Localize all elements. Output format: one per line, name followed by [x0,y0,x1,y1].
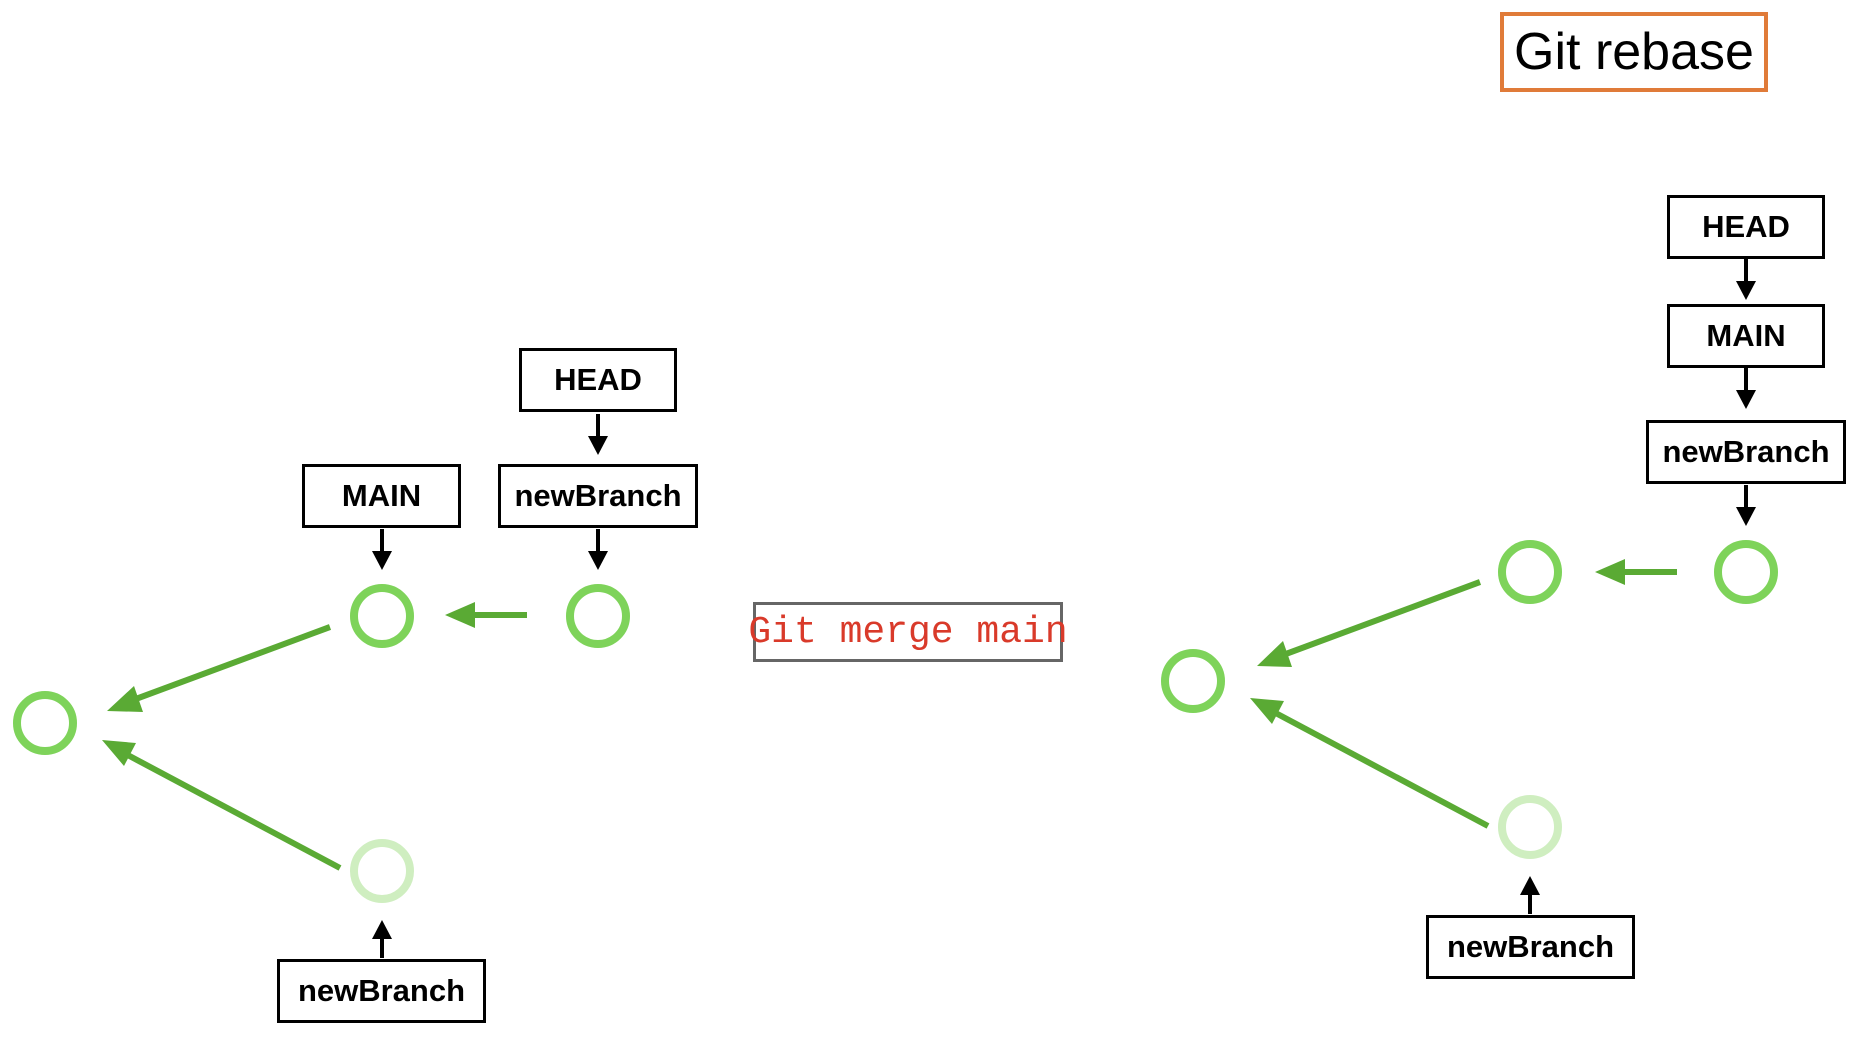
rebase-arrowhead-tip-to-prev [1595,559,1625,585]
rebase-commit-main-prev [1498,540,1562,604]
rebase-commit-branch-faded [1498,795,1562,859]
rebase-pointer-head-to-main-tip [1736,281,1756,300]
rebase-commit-tip [1714,540,1778,604]
rebase-pointer-bottom-newbranch-to-commit-tip [1520,876,1540,895]
command-git-merge-main: Git merge main [748,602,1068,662]
arrowhead-merge-to-main [445,602,475,628]
rebase-label-newbranch-top: newBranch [1646,420,1846,484]
rebase-label-head: HEAD [1667,195,1825,259]
arrowhead-branch-to-base [102,740,136,766]
arrow-main-to-base [123,624,332,706]
rebase-pointer-newbranch-to-commit-tip [1736,507,1756,526]
rebase-arrow-branch-to-base [1268,707,1490,829]
rebase-label-newbranch-bottom: newBranch [1426,915,1635,979]
rebase-pointer-main-to-newbranch-tip [1736,390,1756,409]
commit-main [350,584,414,648]
commit-base [13,691,77,755]
title-git-rebase: Git rebase [1500,12,1768,92]
commit-branch-faded [350,839,414,903]
arrow-branch-to-base [120,749,342,871]
rebase-commit-base [1161,649,1225,713]
rebase-arrow-main-to-base [1273,579,1482,661]
label-main: MAIN [302,464,461,528]
arrowhead-main-to-base [107,686,143,712]
rebase-arrowhead-main-to-base [1257,641,1292,667]
rebase-arrowhead-branch-to-base [1250,698,1284,724]
pointer-newbranch-to-commit-tip [588,551,608,570]
rebase-label-main: MAIN [1667,304,1825,368]
label-newbranch-top: newBranch [498,464,698,528]
label-newbranch-bottom: newBranch [277,959,486,1023]
pointer-bottom-newbranch-to-commit-tip [372,920,392,939]
label-head: HEAD [519,348,677,412]
pointer-main-to-commit-tip [372,551,392,570]
commit-merge [566,584,630,648]
pointer-head-to-newbranch-tip [588,436,608,455]
